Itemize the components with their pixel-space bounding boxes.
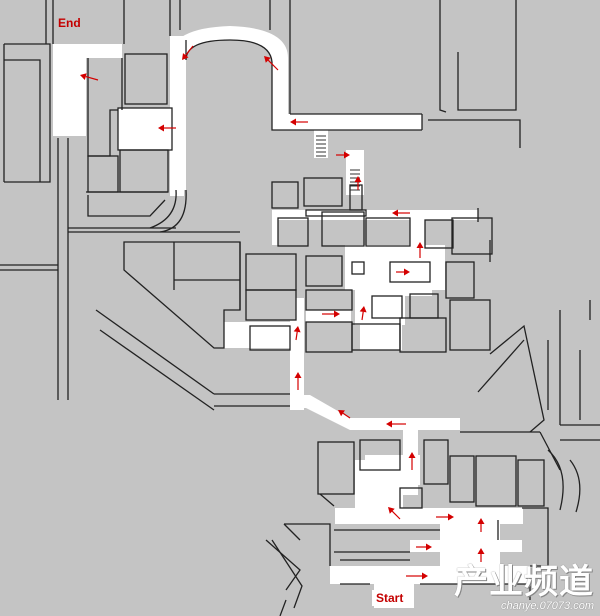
red-direction-arrow-icon xyxy=(182,45,194,60)
red-direction-arrow-icon xyxy=(388,507,401,520)
red-direction-arrow-icon xyxy=(294,372,302,390)
red-direction-arrow-icon xyxy=(477,518,485,532)
red-direction-arrow-icon xyxy=(359,306,367,321)
walkable-route xyxy=(53,26,530,608)
watermark-url: chanye.07073.com xyxy=(501,600,594,612)
red-direction-arrow-icon xyxy=(336,151,350,159)
red-direction-arrow-icon xyxy=(416,242,424,258)
end-label: End xyxy=(58,16,81,30)
red-direction-arrow-icon xyxy=(436,513,454,521)
red-direction-arrow-icon xyxy=(354,176,362,190)
red-direction-arrow-icon xyxy=(158,124,176,132)
red-direction-arrow-icon xyxy=(406,572,428,580)
red-direction-arrow-icon xyxy=(293,326,301,341)
red-direction-arrow-icon xyxy=(290,118,308,126)
site-watermark: 产业频道 chanye.07073.com xyxy=(444,564,594,612)
start-label: Start xyxy=(372,590,408,606)
red-direction-arrow-icon xyxy=(264,56,279,71)
red-direction-arrow-icon xyxy=(338,410,351,419)
route-arrows xyxy=(80,45,485,580)
red-direction-arrow-icon xyxy=(396,268,410,276)
red-direction-arrow-icon xyxy=(322,310,340,318)
red-direction-arrow-icon xyxy=(392,209,410,217)
red-direction-arrow-icon xyxy=(477,548,485,562)
red-direction-arrow-icon xyxy=(416,543,432,551)
red-direction-arrow-icon xyxy=(408,452,416,470)
red-direction-arrow-icon xyxy=(386,420,406,428)
watermark-text: 产业频道 xyxy=(454,562,594,602)
red-direction-arrow-icon xyxy=(80,73,99,81)
